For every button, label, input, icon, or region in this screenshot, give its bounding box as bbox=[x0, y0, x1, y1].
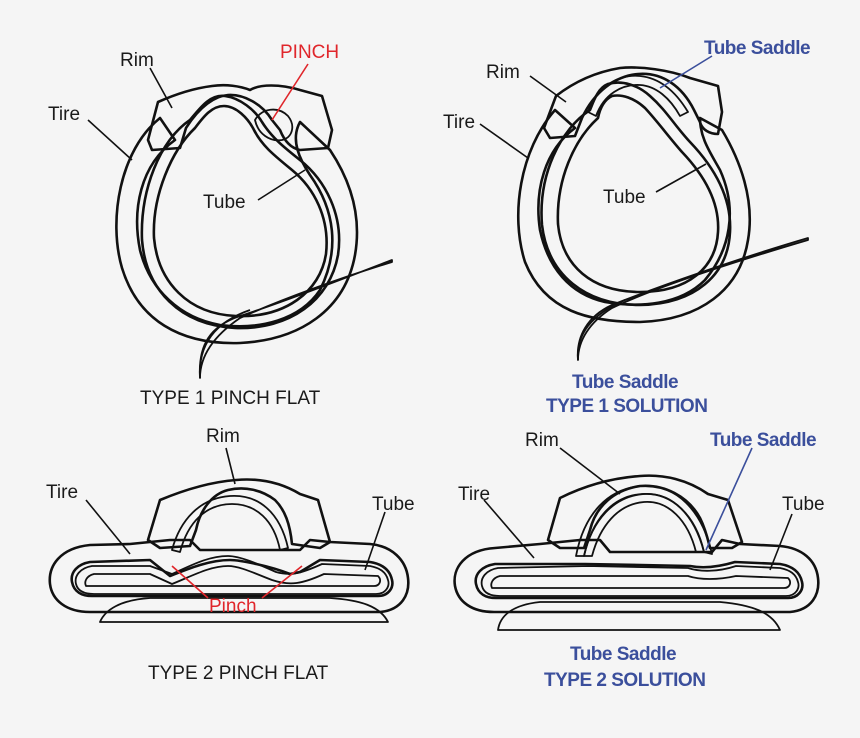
tire-label: Tire bbox=[46, 482, 78, 503]
tube-shape bbox=[480, 565, 800, 597]
ground-shape bbox=[99, 597, 389, 623]
tube-label: Tube bbox=[782, 494, 825, 515]
tire-label: Tire bbox=[48, 104, 80, 125]
tire-shape bbox=[115, 116, 359, 345]
rim-label: Rim bbox=[525, 430, 559, 451]
panel-caption: TYPE 2 PINCH FLAT bbox=[148, 663, 329, 684]
tube-label: Tube bbox=[372, 494, 415, 515]
tube-saddle-label: Tube Saddle bbox=[704, 38, 810, 59]
rim-label: Rim bbox=[486, 62, 520, 83]
caption-line2: TYPE 1 SOLUTION bbox=[546, 396, 707, 417]
tire-shape bbox=[516, 108, 752, 324]
panel-type1-pinch-flat: Rim PINCH Tire Tube TYPE 1 PINCH FLAT bbox=[48, 42, 393, 409]
rim-shape bbox=[146, 83, 334, 152]
rim-label: Rim bbox=[120, 50, 154, 71]
panel-type1-solution: Rim Tube Saddle Tire Tube Tube Saddle TY… bbox=[443, 38, 811, 417]
rim-shape bbox=[546, 474, 744, 550]
tube-saddle-label: Tube Saddle bbox=[710, 430, 816, 451]
tube-label: Tube bbox=[603, 187, 646, 208]
tire-shape bbox=[48, 538, 410, 614]
tire-label: Tire bbox=[458, 484, 490, 505]
ground-shape bbox=[576, 237, 809, 361]
caption-line1: Tube Saddle bbox=[572, 372, 678, 393]
panel-type2-solution: Rim Tube Saddle Tire Tube Tube Saddle TY… bbox=[453, 430, 825, 691]
panel-type2-pinch-flat: Rim Tire Tube Pinch TYPE 2 PINCH FLAT bbox=[46, 426, 415, 684]
pinch-label: PINCH bbox=[280, 42, 339, 63]
caption-line1: Tube Saddle bbox=[570, 644, 676, 665]
tube-shape bbox=[140, 94, 341, 330]
rim-label: Rim bbox=[206, 426, 240, 447]
ground-shape bbox=[497, 601, 781, 631]
tube-label: Tube bbox=[203, 192, 246, 213]
tire-label: Tire bbox=[443, 112, 475, 133]
tube-shape bbox=[540, 81, 732, 307]
rim-shape bbox=[542, 66, 724, 140]
tube-shape bbox=[74, 555, 390, 595]
pinch-label: Pinch bbox=[209, 596, 257, 617]
caption-line2: TYPE 2 SOLUTION bbox=[544, 670, 705, 691]
panel-caption: TYPE 1 PINCH FLAT bbox=[140, 388, 321, 409]
